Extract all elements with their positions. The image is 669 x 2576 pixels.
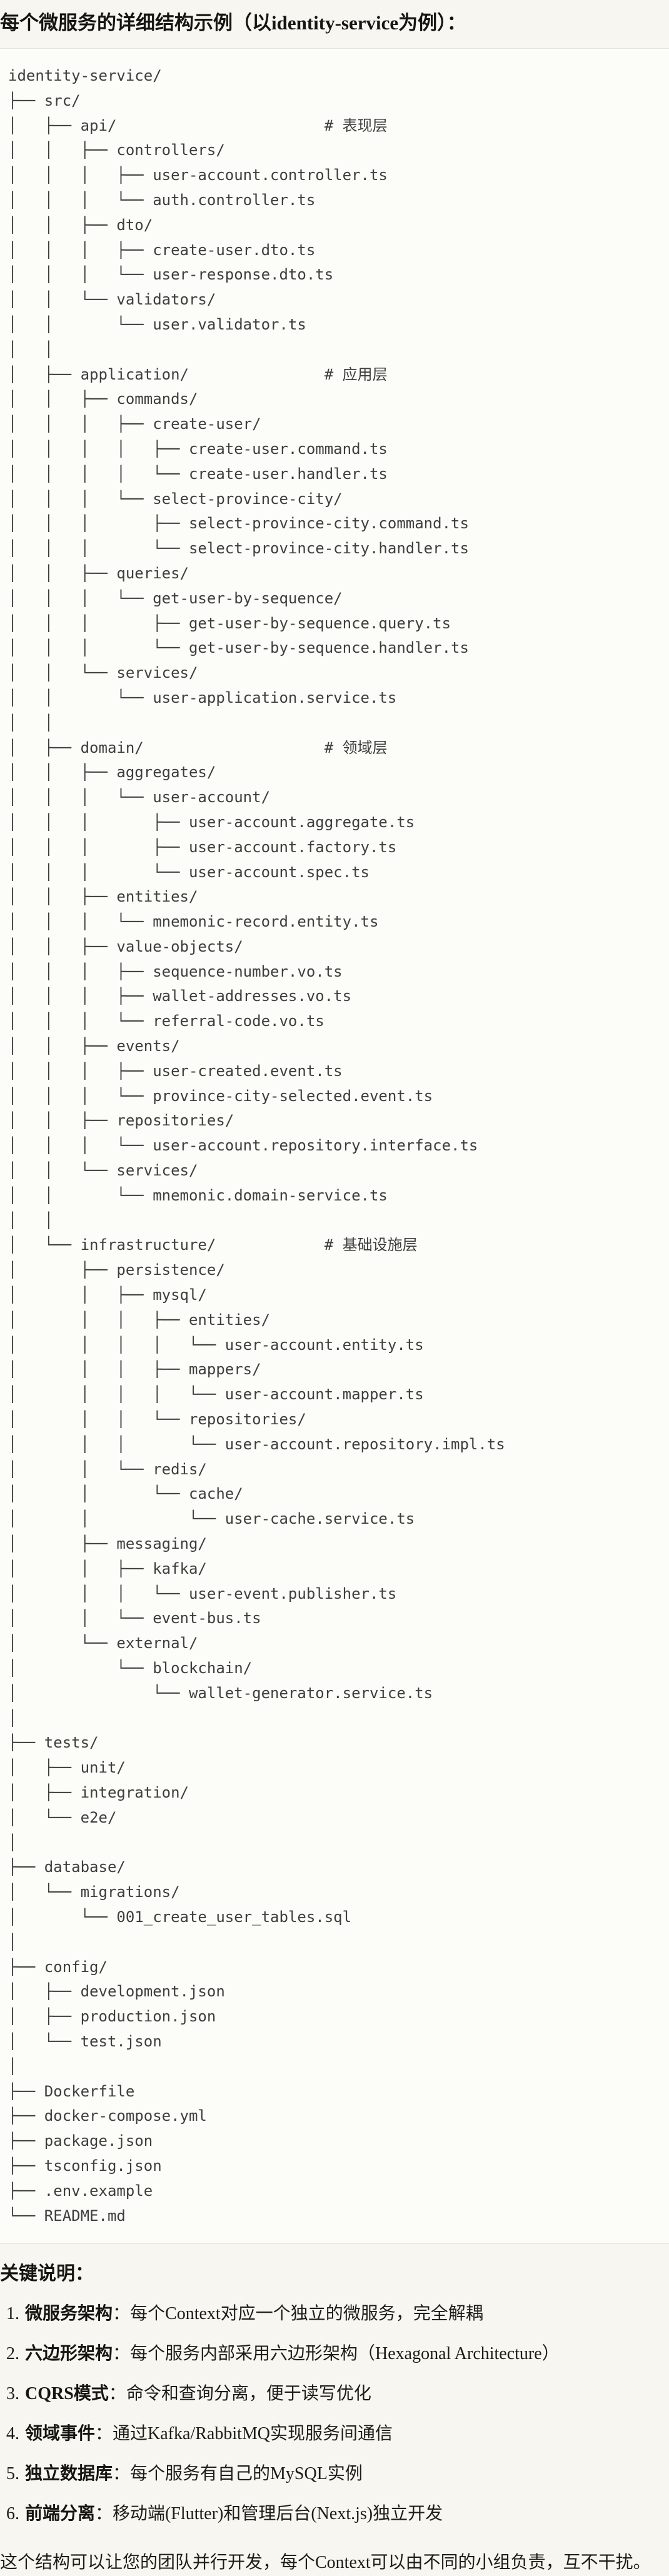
note-body: 独立数据库：每个服务有自己的MySQL实例 bbox=[25, 2464, 363, 2484]
note-label: 微服务架构 bbox=[25, 2304, 113, 2324]
note-item: 5. 独立数据库：每个服务有自己的MySQL实例 bbox=[0, 2464, 659, 2484]
note-separator: ： bbox=[95, 2424, 113, 2444]
note-label: 领域事件 bbox=[25, 2424, 96, 2444]
note-number: 4. bbox=[6, 2424, 19, 2444]
note-text: 每个服务有自己的MySQL实例 bbox=[130, 2464, 363, 2484]
note-body: CQRS模式：命令和查询分离，便于读写优化 bbox=[25, 2384, 371, 2404]
closing-paragraph: 这个结构可以让您的团队并行开发，每个Context可以由不同的小组负责，互不干扰… bbox=[0, 2553, 651, 2573]
note-item: 1. 微服务架构：每个Context对应一个独立的微服务，完全解耦 bbox=[0, 2304, 659, 2324]
note-item: 4. 领域事件：通过Kafka/RabbitMQ实现服务间通信 bbox=[0, 2424, 659, 2444]
note-label: 独立数据库 bbox=[25, 2464, 113, 2484]
note-number: 3. bbox=[6, 2384, 19, 2404]
note-separator: ： bbox=[95, 2504, 113, 2524]
page-title: 每个微服务的详细结构示例（以identity-service为例）： bbox=[0, 12, 466, 34]
note-label: 六边形架构 bbox=[25, 2344, 113, 2364]
note-number: 2. bbox=[6, 2344, 19, 2364]
note-separator: ： bbox=[108, 2384, 126, 2404]
note-text: 移动端(Flutter)和管理后台(Next.js)独立开发 bbox=[113, 2504, 443, 2524]
note-separator: ： bbox=[113, 2464, 131, 2484]
note-separator: ： bbox=[113, 2304, 131, 2324]
note-body: 六边形架构：每个服务内部采用六边形架构（Hexagonal Architectu… bbox=[25, 2344, 560, 2364]
note-text: 通过Kafka/RabbitMQ实现服务间通信 bbox=[113, 2424, 393, 2444]
note-item: 6. 前端分离：移动端(Flutter)和管理后台(Next.js)独立开发 bbox=[0, 2504, 659, 2524]
notes-heading: 关键说明： bbox=[0, 2263, 94, 2285]
code-block: identity-service/ ├── src/ │ ├── api/ # … bbox=[0, 48, 669, 2245]
note-number: 5. bbox=[6, 2464, 19, 2484]
note-item: 3. CQRS模式：命令和查询分离，便于读写优化 bbox=[0, 2384, 659, 2404]
note-number: 1. bbox=[6, 2304, 19, 2324]
note-separator: ： bbox=[113, 2344, 131, 2364]
note-number: 6. bbox=[6, 2504, 19, 2524]
note-text: 每个Context对应一个独立的微服务，完全解耦 bbox=[130, 2304, 483, 2324]
note-label: 前端分离 bbox=[25, 2504, 96, 2524]
note-body: 微服务架构：每个Context对应一个独立的微服务，完全解耦 bbox=[25, 2304, 483, 2324]
note-text: 命令和查询分离，便于读写优化 bbox=[126, 2384, 371, 2404]
notes-section: 关键说明： 1. 微服务架构：每个Context对应一个独立的微服务，完全解耦 … bbox=[0, 2244, 669, 2576]
file-tree: identity-service/ ├── src/ │ ├── api/ # … bbox=[8, 67, 505, 2225]
note-body: 领域事件：通过Kafka/RabbitMQ实现服务间通信 bbox=[25, 2424, 393, 2444]
note-item: 2. 六边形架构：每个服务内部采用六边形架构（Hexagonal Archite… bbox=[0, 2344, 659, 2364]
note-label: CQRS模式 bbox=[25, 2384, 109, 2404]
note-body: 前端分离：移动端(Flutter)和管理后台(Next.js)独立开发 bbox=[25, 2504, 443, 2524]
note-text: 每个服务内部采用六边形架构（Hexagonal Architecture） bbox=[130, 2344, 560, 2364]
